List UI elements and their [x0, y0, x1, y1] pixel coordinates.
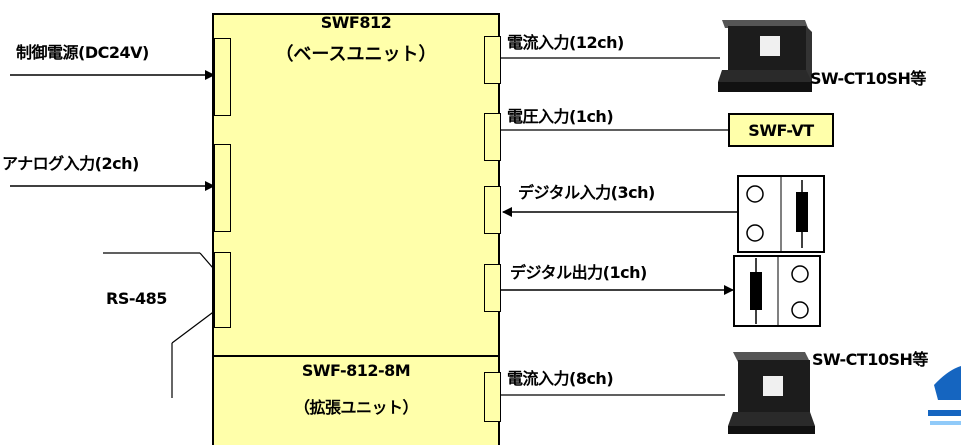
rs485-port [214, 252, 231, 328]
digital-input-label: デジタル入力(3ch) [518, 183, 655, 202]
digital-in-port [484, 186, 501, 234]
power-input-label: 制御電源(DC24V) [16, 43, 149, 62]
current-8ch-label: 電流入力(8ch) [507, 369, 614, 388]
digital-output-symbol [733, 255, 821, 327]
ct-sensor-label: SW-CT10SH等 [810, 69, 926, 88]
digital-out-port [484, 264, 501, 312]
vt-box-label: SWF-VT [748, 121, 814, 140]
expansion-unit-model: SWF-812-8M [301, 361, 411, 380]
wiring-diagram [10, 20, 961, 434]
corner-logo-fragment [928, 366, 961, 425]
current-8ch-port [484, 372, 501, 422]
power-port [214, 38, 231, 116]
expansion-unit-box [212, 355, 500, 445]
base-unit-box [212, 13, 500, 357]
ct-sensor-label: SW-CT10SH等 [812, 350, 928, 369]
digital-output-label: デジタル出力(1ch) [510, 263, 647, 282]
voltage-port [484, 113, 501, 161]
analog-port [214, 144, 231, 232]
digital-input-symbol [737, 175, 825, 253]
base-unit-label: （ベースユニット） [275, 44, 437, 65]
voltage-input-label: 電圧入力(1ch) [507, 107, 614, 126]
ct-sensor-icon [718, 20, 812, 92]
analog-input-label: アナログ入力(2ch) [2, 154, 139, 173]
current-12ch-port [484, 36, 501, 84]
rs485-label: RS-485 [106, 289, 167, 308]
ct-sensor-icon [728, 352, 815, 434]
current-12ch-label: 電流入力(12ch) [507, 33, 624, 52]
vt-box: SWF-VT [728, 113, 834, 147]
expansion-unit-label: （拡張ユニット） [293, 398, 419, 417]
base-unit-model: SWF812 [320, 13, 392, 32]
